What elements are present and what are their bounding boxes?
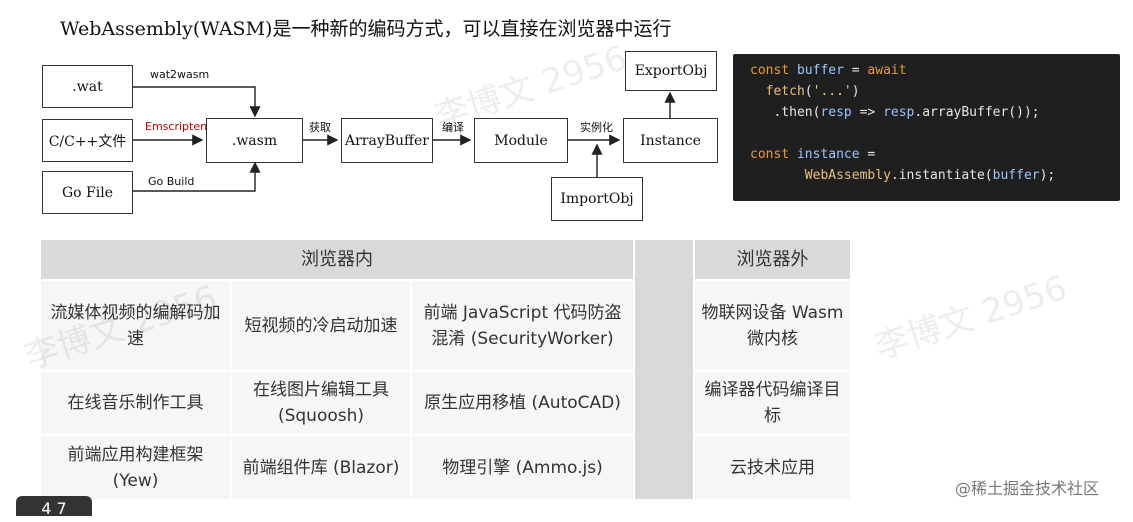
table-cell: 在线图片编辑工具 (Squoosh) (232, 372, 410, 434)
edge-label-wat2wasm: wat2wasm (150, 68, 210, 81)
code-line-4 (750, 123, 1120, 144)
code-line-6: WebAssembly.instantiate(buffer); (750, 165, 1120, 186)
watermark: 李博文 2956 (869, 268, 1072, 368)
code-punct: ( (804, 84, 813, 99)
module-box: Module (474, 118, 568, 163)
code-method: .then( (773, 105, 821, 120)
code-variable: resp (883, 105, 915, 120)
code-keyword: const (750, 63, 790, 78)
code-variable: instance (796, 147, 860, 162)
header-out-browser: 浏览器外 (695, 240, 850, 279)
go-file-box: Go File (42, 171, 133, 214)
code-line-1: const buffer = await (750, 60, 1120, 81)
table-cell: 流媒体视频的编解码加速 (41, 281, 230, 370)
code-method: .instantiate( (890, 168, 993, 183)
code-operator: = (859, 147, 876, 162)
wat-box: .wat (42, 65, 133, 108)
table-cell: 编译器代码编译目标 (695, 372, 850, 434)
code-snippet: const buffer = await fetch('...') .then(… (733, 54, 1120, 201)
edge-label-fetch: 获取 (309, 121, 331, 134)
code-line-3: .then(resp => resp.arrayBuffer()); (750, 102, 1120, 123)
wasm-box: .wasm (206, 118, 303, 163)
code-keyword: const (750, 147, 790, 162)
table-cell: 前端组件库 (Blazor) (232, 436, 410, 499)
source-credit: @稀土掘金技术社区 (955, 479, 1100, 498)
code-punct: ); (1039, 168, 1056, 183)
table-cell: 前端 JavaScript 代码防盗混淆 (SecurityWorker) (412, 281, 633, 370)
code-variable: buffer (796, 63, 844, 78)
importobj-box: ImportObj (551, 177, 643, 221)
page-number-tab: 4 7 (16, 496, 92, 518)
edge-label-instantiate: 实例化 (580, 121, 613, 134)
cpp-file-box: C/C++文件 (42, 119, 133, 162)
edge-label-go-build: Go Build (148, 175, 195, 188)
code-function: fetch (765, 84, 805, 99)
code-string: '...' (812, 84, 852, 99)
code-variable: resp (820, 105, 852, 120)
table-cell: 在线音乐制作工具 (41, 372, 230, 434)
table-separator (635, 240, 693, 499)
table-cell: 云技术应用 (695, 436, 850, 499)
table-cell: 物理引擎 (Ammo.js) (412, 436, 633, 499)
table-cell: 物联网设备 Wasm 微内核 (695, 281, 850, 370)
table-cell: 原生应用移植 (AutoCAD) (412, 372, 633, 434)
code-line-2: fetch('...') (750, 81, 1120, 102)
code-method: .arrayBuffer()); (914, 105, 1040, 120)
diagram-arrows (133, 86, 676, 192)
arraybuffer-box: ArrayBuffer (341, 118, 433, 163)
edge-label-emscripten: Emscripten (145, 120, 208, 133)
page-title: WebAssembly(WASM)是一种新的编码方式，可以直接在浏览器中运行 (60, 18, 672, 40)
table-cell: 短视频的冷启动加速 (232, 281, 410, 370)
code-operator: = (843, 63, 868, 78)
wasm-flow-diagram: .wat C/C++文件 Go File .wasm ArrayBuffer M… (0, 0, 730, 230)
code-line-5: const instance = (750, 144, 1120, 165)
code-variable: buffer (992, 168, 1040, 183)
code-punct: ) (851, 84, 860, 99)
table-cell: 前端应用构建框架 (Yew) (41, 436, 230, 499)
instance-box: Instance (623, 118, 718, 163)
code-operator: => (851, 105, 884, 120)
edge-wat-to-wasm (133, 86, 261, 118)
exportobj-box: ExportObj (625, 51, 717, 91)
header-in-browser: 浏览器内 (41, 240, 633, 279)
code-class: WebAssembly (804, 168, 891, 183)
code-keyword: await (867, 63, 907, 78)
edge-go-to-wasm (133, 161, 261, 192)
edge-label-compile: 编译 (442, 121, 464, 134)
